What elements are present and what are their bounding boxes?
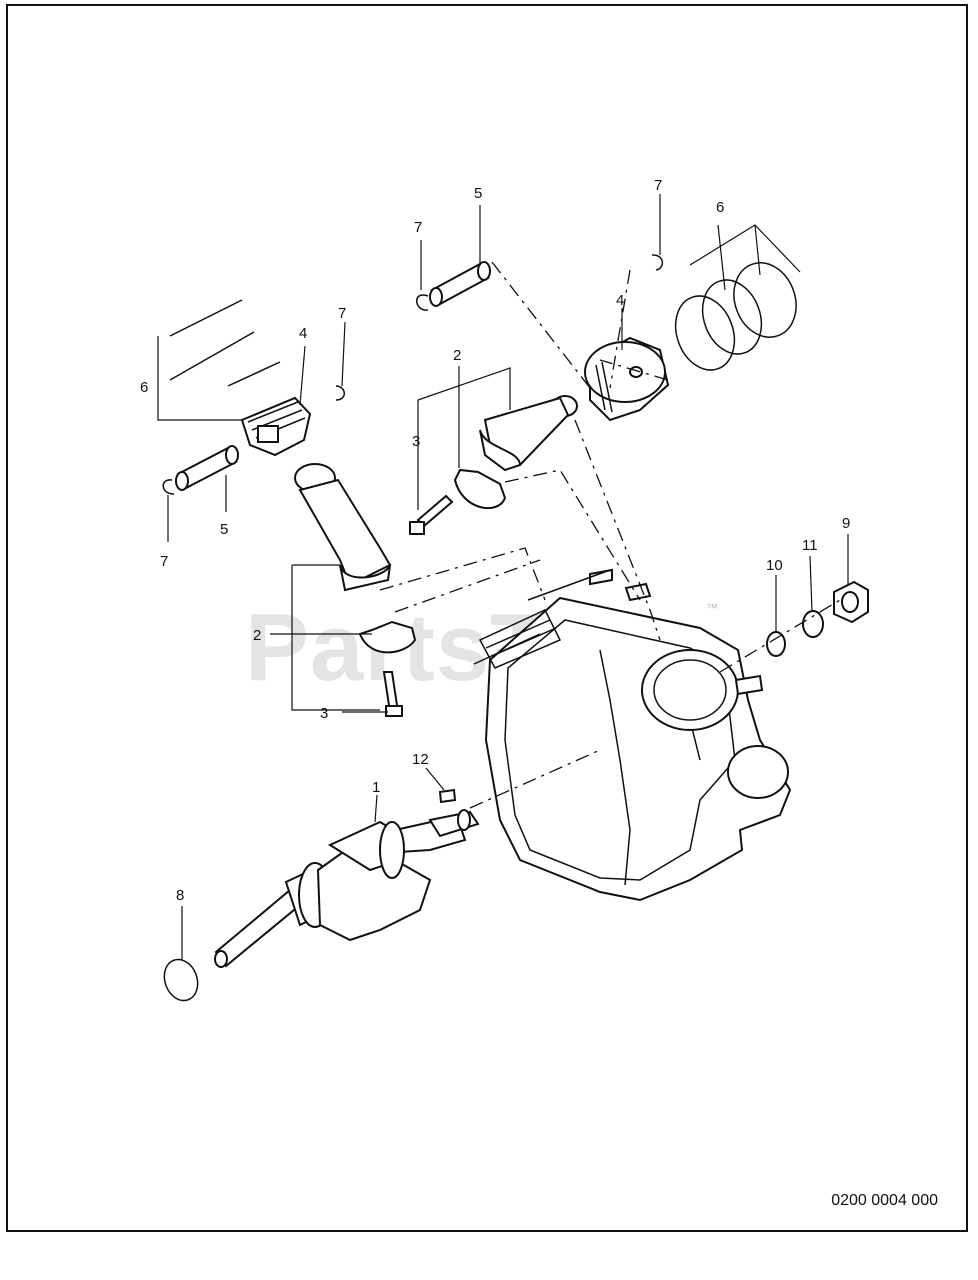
- wrist-pin-lower: [175, 445, 239, 491]
- callout-10: 10: [766, 557, 783, 574]
- woodruff-key: [438, 788, 457, 804]
- crankshaft: [214, 809, 480, 968]
- callout-7-upper-left: 7: [414, 219, 422, 236]
- rod-cap-right: [453, 468, 507, 510]
- callout-8: 8: [176, 887, 184, 904]
- drawing-frame: [6, 4, 968, 1232]
- oil-seal-ring: [163, 958, 199, 1002]
- rod-cap-left: [358, 620, 417, 654]
- connecting-rod-left: [294, 463, 392, 592]
- callout-12: 12: [412, 751, 429, 768]
- circlip-lower-left: [162, 479, 175, 495]
- piston-left: [240, 396, 312, 457]
- piston-right: [584, 336, 670, 422]
- callout-1: 1: [372, 779, 380, 796]
- callout-7-lower-left: 7: [160, 553, 168, 570]
- wrist-pin-upper: [429, 261, 491, 307]
- lock-washer: [802, 610, 824, 638]
- piston-rings-right: [674, 262, 797, 371]
- callout-7-left-piston: 7: [338, 305, 346, 322]
- callout-4-right: 4: [616, 292, 624, 309]
- crankcase: [473, 568, 792, 902]
- hex-nut: [833, 580, 869, 624]
- connecting-rod-right: [479, 395, 578, 472]
- circlip-left-piston: [335, 385, 345, 401]
- callout-11: 11: [802, 537, 818, 554]
- callout-3-right: 3: [412, 433, 420, 450]
- callout-4-left: 4: [299, 325, 307, 342]
- piston-rings-left: [169, 299, 281, 387]
- callout-2-left: 2: [253, 627, 261, 644]
- callout-7-upper-right: 7: [654, 177, 662, 194]
- callout-9: 9: [842, 515, 850, 532]
- callout-5-lower: 5: [220, 521, 228, 538]
- callout-6-right: 6: [716, 199, 724, 216]
- callout-3-left: 3: [320, 705, 328, 722]
- watermark-trademark: ™: [706, 601, 718, 615]
- rod-bolt-left: [382, 671, 403, 717]
- washer: [766, 631, 786, 657]
- callout-6-left: 6: [140, 379, 148, 396]
- callout-2-right: 2: [453, 347, 461, 364]
- circlip-upper-left: [416, 294, 429, 311]
- rod-bolt-right: [409, 494, 454, 535]
- circlip-upper-right: [651, 254, 664, 271]
- callout-5-upper: 5: [474, 185, 482, 202]
- drawing-number: 0200 0004 000: [831, 1192, 938, 1209]
